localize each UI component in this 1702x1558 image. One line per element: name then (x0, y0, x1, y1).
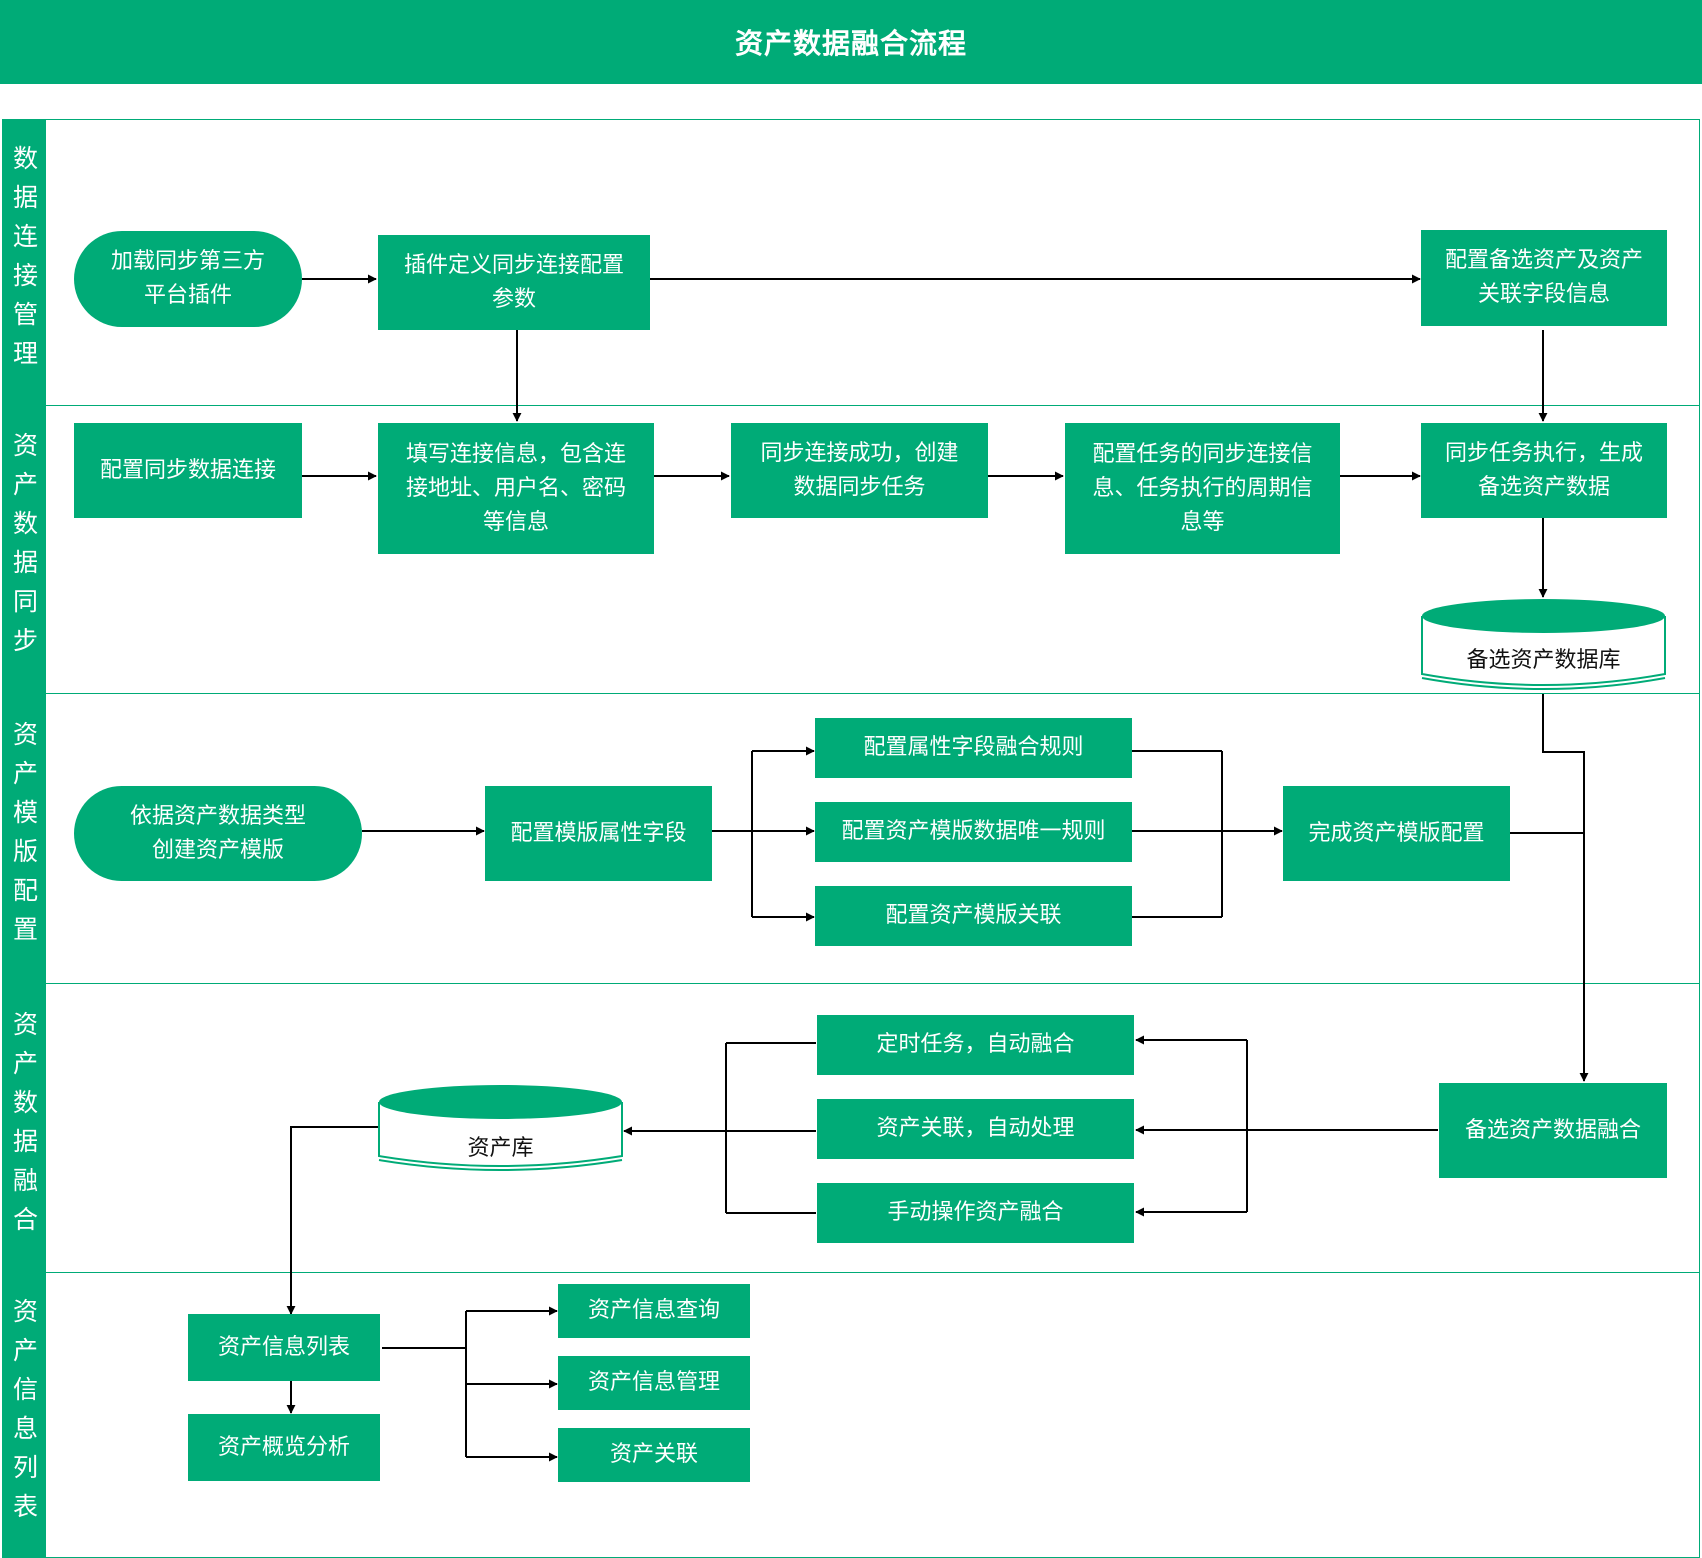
lane-label-template-config: 资产模版配置 (2, 693, 45, 983)
node-asset-relation: 资产关联 (558, 1428, 750, 1482)
node-create-template: 依据资产数据类型 创建资产模版 (74, 786, 362, 881)
node-asset-info-manage: 资产信息管理 (558, 1356, 750, 1410)
node-template-fields: 配置模版属性字段 (485, 786, 712, 881)
node-config-sync-connection: 配置同步数据连接 (74, 423, 302, 518)
lane-label-data-sync: 资产数据同步 (2, 405, 45, 693)
lane-label-info-list: 资产信息列表 (2, 1272, 45, 1558)
node-template-done: 完成资产模版配置 (1283, 786, 1510, 881)
node-asset-info-query: 资产信息查询 (558, 1284, 750, 1338)
page-title: 资产数据融合流程 (0, 0, 1702, 84)
database-icon (1421, 599, 1666, 690)
node-alt-asset-database: 备选资产数据库 (1421, 598, 1666, 694)
node-fill-connection-info: 填写连接信息，包含连 接地址、用户名、密码 等信息 (378, 423, 654, 554)
node-config-task: 配置任务的同步连接信 息、任务执行的周期信 息等 (1065, 423, 1340, 554)
node-rule-field-fusion: 配置属性字段融合规则 (815, 718, 1132, 778)
node-timer-auto-fusion: 定时任务，自动融合 (817, 1015, 1134, 1075)
node-asset-info-list: 资产信息列表 (188, 1314, 380, 1381)
database-icon (378, 1085, 623, 1171)
node-asset-database: 资产库 (378, 1084, 623, 1174)
node-manual-fusion: 手动操作资产融合 (817, 1183, 1134, 1243)
node-plugin-definition: 插件定义同步连接配置 参数 (378, 235, 650, 330)
node-config-alt-asset-fields: 配置备选资产及资产 关联字段信息 (1421, 230, 1667, 326)
arrow-assetdb-to-infolist (286, 1126, 378, 1315)
lane-label-data-connection: 数据连接管理 (2, 119, 45, 405)
node-alt-data-fusion: 备选资产数据融合 (1439, 1083, 1667, 1178)
node-execute-sync-task: 同步任务执行，生成 备选资产数据 (1421, 423, 1667, 518)
arrow-altdb-to-altfusion (1542, 694, 1589, 1082)
node-sync-success: 同步连接成功，创建 数据同步任务 (731, 423, 988, 518)
node-rule-unique: 配置资产模版数据唯一规则 (815, 802, 1132, 862)
node-relation-auto: 资产关联，自动处理 (817, 1099, 1134, 1159)
node-template-relation: 配置资产模版关联 (815, 886, 1132, 946)
node-load-plugin: 加载同步第三方 平台插件 (74, 231, 302, 327)
lane-label-data-fusion: 资产数据融合 (2, 983, 45, 1272)
node-asset-overview: 资产概览分析 (188, 1414, 380, 1481)
